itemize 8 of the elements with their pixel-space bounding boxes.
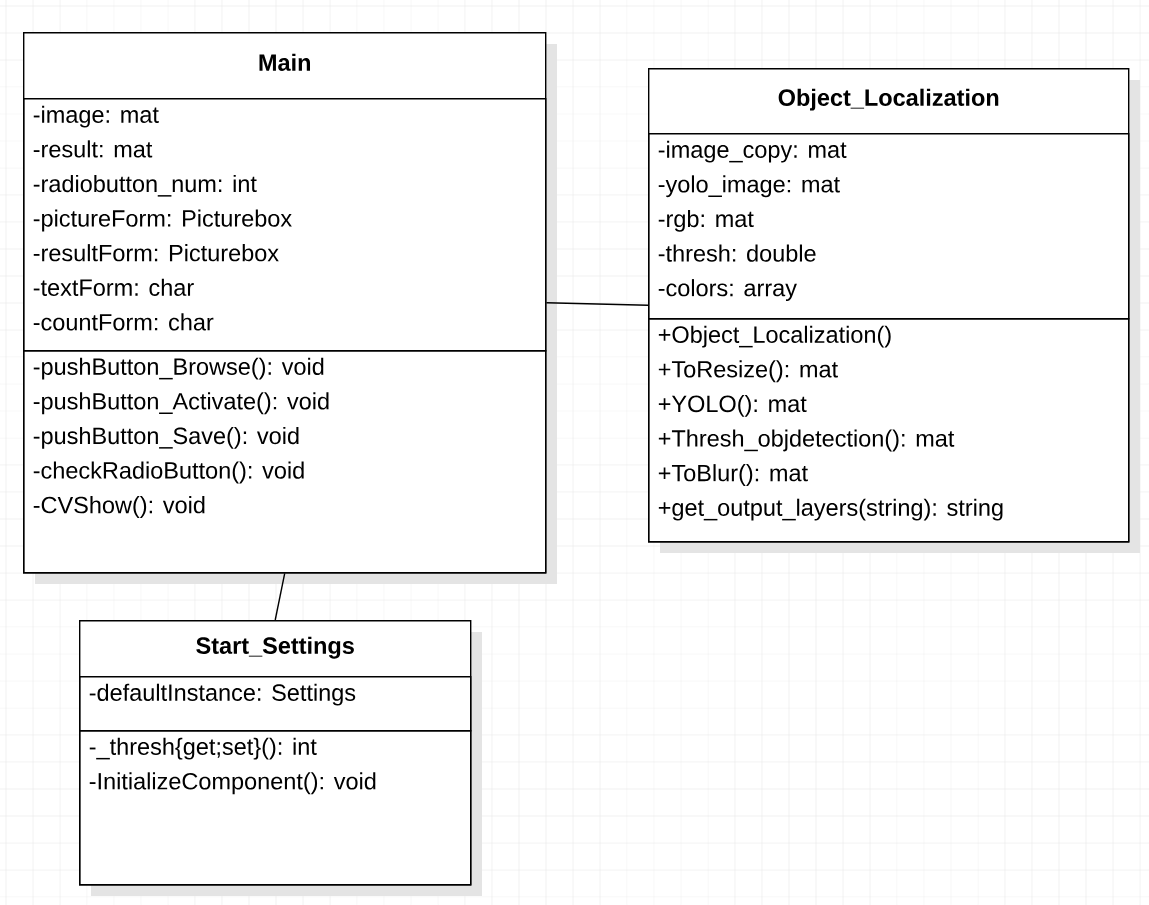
compartment: -_thresh{get;set}(): int -InitializeComponent(): void	[79, 730, 472, 886]
compartment: -pushButton_Browse(): void -pushButton_Activate(): void -pushButton_Save(): void -checkRadioButton(): void -CVShow(): void	[23, 350, 547, 574]
compartment: -defaultInstance: Settings	[79, 676, 472, 732]
compartment: +Object_Localization() +ToResize(): mat +YOLO(): mat +Thresh_objdetection(): mat +ToBlur(): mat +get_output_layers(string): string	[648, 318, 1130, 543]
compartment: -image: mat -result: mat -radiobutton_num: int -pictureForm: Picturebox -resultForm: Picturebox -textForm: char -countForm: char	[23, 98, 547, 352]
compartment: -image_copy: mat -yolo_image: mat -rgb: mat -thresh: double -colors: array	[648, 133, 1130, 320]
association-line	[274, 572, 286, 621]
association-line	[545, 302, 649, 306]
